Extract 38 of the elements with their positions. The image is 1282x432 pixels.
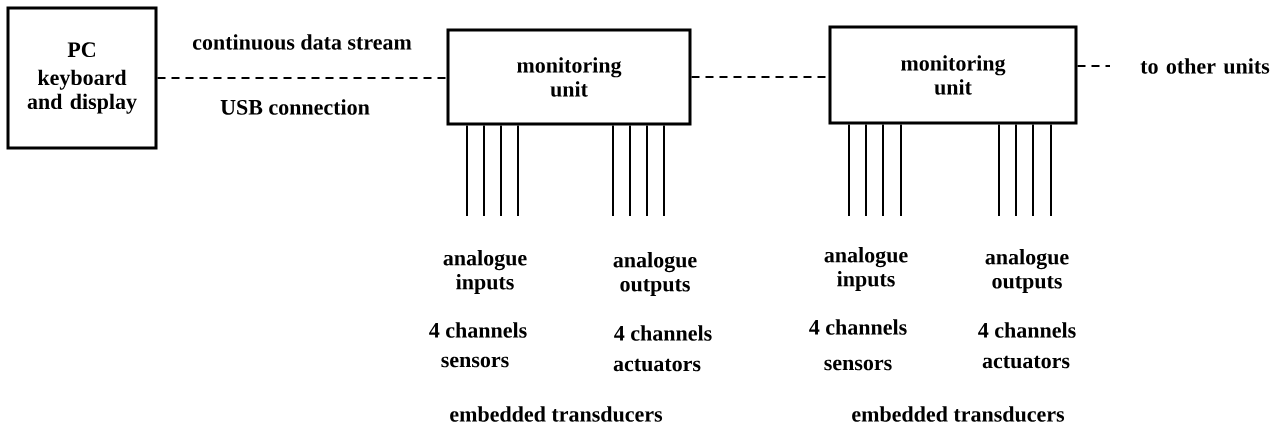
label-text: embedded transducers	[852, 406, 1065, 422]
label-text: embedded transducers	[450, 406, 663, 422]
channel-line	[1032, 123, 1034, 217]
label-text: analogue inputs	[443, 250, 527, 294]
node-text: to other units	[1140, 58, 1270, 74]
channel-line	[1015, 123, 1017, 217]
label-text: analogue inputs	[824, 247, 908, 291]
terminal-box: PC keyboard and display	[6, 6, 158, 150]
label-text: 4 channels	[429, 322, 527, 338]
channel-line	[612, 124, 614, 217]
channel-line	[466, 124, 468, 217]
channel-line	[900, 123, 902, 217]
label-text: 4 channels	[809, 319, 907, 335]
label-text: analogue outputs	[613, 252, 697, 296]
channel-line	[517, 124, 519, 217]
edge-label: continuous data stream	[192, 34, 412, 50]
label-text: sensors	[441, 356, 509, 368]
label-text: analogue outputs	[985, 249, 1069, 293]
label-text: USB connection	[220, 99, 370, 115]
channel-line	[998, 123, 1000, 217]
channel-line	[663, 124, 665, 217]
unit-box: monitoring unit	[828, 25, 1078, 125]
connection-line	[1076, 65, 1111, 67]
label-text: 4 channels	[978, 322, 1076, 338]
channel-line	[629, 124, 631, 217]
unit-box: monitoring unit	[446, 28, 692, 126]
label-text: sensors	[824, 359, 892, 371]
label-text: 4 channels	[614, 325, 712, 341]
label-text: actuators	[613, 358, 701, 372]
channel-line	[1050, 123, 1052, 217]
channel-line	[848, 123, 850, 217]
connection-line	[156, 77, 448, 79]
channel-line	[882, 123, 884, 217]
channel-line	[500, 124, 502, 217]
channel-line	[646, 124, 648, 217]
channel-line	[483, 124, 485, 217]
label-text: actuators	[982, 355, 1070, 369]
channel-line	[865, 123, 867, 217]
